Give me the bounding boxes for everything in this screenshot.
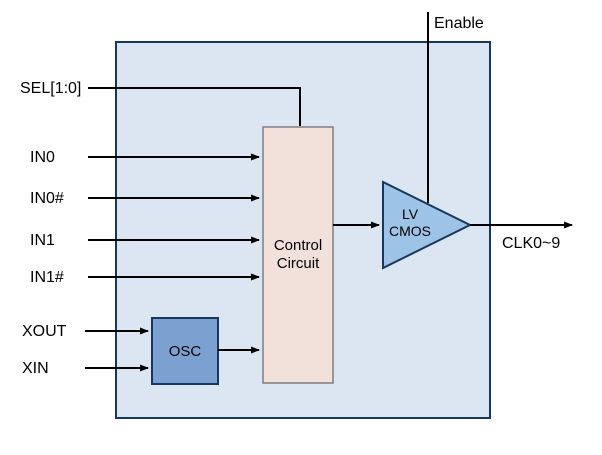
clk-output-label: CLK0~9 [502,235,560,252]
lvcmos-buffer-triangle [382,180,473,270]
in1-label: IN1 [30,232,55,249]
in1n-label: IN1# [30,269,64,286]
enable-label: Enable [434,15,484,32]
osc-block-label: OSC [169,343,202,360]
xin-label: XIN [22,360,49,377]
sel-label: SEL[1:0] [20,80,81,97]
xout-label: XOUT [22,323,67,340]
sel-wire [88,87,301,126]
control-circuit-block [262,126,334,384]
control-circuit-label-line1: Control [274,237,322,254]
in0-label: IN0 [30,149,55,166]
in0n-label: IN0# [30,190,64,207]
lvcmos-label-line1: LV [402,206,419,222]
lvcmos-label-line2: CMOS [389,223,431,239]
control-circuit-label-line2: Circuit [277,255,320,272]
osc-block [151,317,219,385]
